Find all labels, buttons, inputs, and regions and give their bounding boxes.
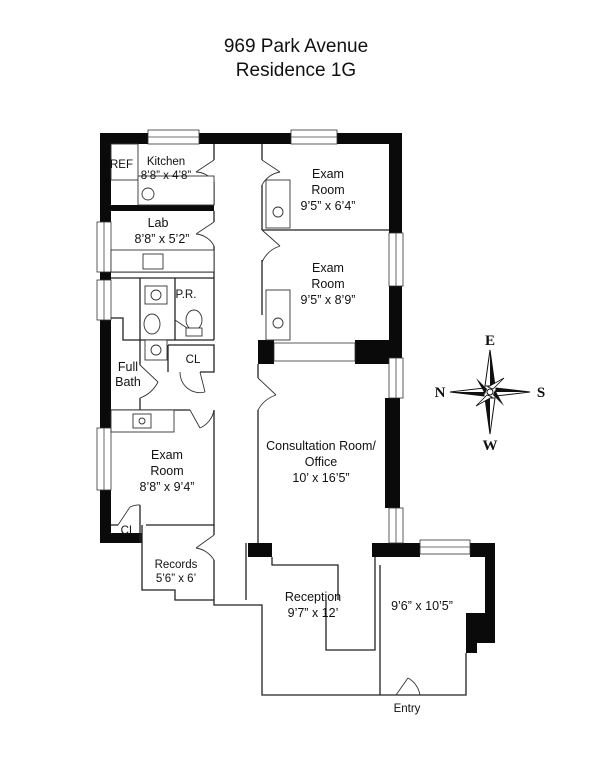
lab-name: Lab bbox=[148, 216, 169, 230]
side-room-dims: 9’6” x 10’5” bbox=[391, 599, 453, 613]
kitchen-name: Kitchen bbox=[147, 156, 185, 168]
closet-lower-label: CL bbox=[121, 525, 136, 537]
plan-title-unit: Residence 1G bbox=[236, 60, 356, 81]
exam-mid-line2: Room bbox=[311, 277, 344, 291]
full-bath-line1: Full bbox=[118, 360, 138, 374]
exam-top-counter bbox=[265, 179, 291, 229]
consult-line2: Office bbox=[305, 455, 337, 469]
full-bath-line2: Bath bbox=[115, 375, 141, 389]
entry-label: Entry bbox=[394, 703, 421, 715]
exam-left-line1: Exam bbox=[151, 448, 183, 462]
exam-mid-counter bbox=[265, 289, 291, 341]
fixtures bbox=[110, 143, 291, 433]
pr-label: P.R. bbox=[176, 289, 197, 301]
compass-label-east: E bbox=[485, 333, 495, 349]
compass-label-south: S bbox=[537, 385, 545, 401]
exam-top-line2: Room bbox=[311, 183, 344, 197]
refrigerator bbox=[110, 143, 139, 181]
consult-dims: 10’ x 16’5” bbox=[292, 471, 349, 485]
compass-label-west: W bbox=[483, 438, 498, 454]
ref-label: REF bbox=[110, 159, 133, 171]
exam-left-dims: 8’8” x 9’4” bbox=[140, 480, 195, 494]
windows bbox=[96, 129, 471, 555]
lab-sink bbox=[142, 253, 164, 270]
pr-toilet bbox=[185, 309, 203, 331]
plan-title-address: 969 Park Avenue bbox=[224, 36, 368, 57]
compass-label-north: N bbox=[435, 385, 446, 401]
reception-dims: 9’7” x 12’ bbox=[288, 606, 339, 620]
lab-dims: 8’8” x 5’2” bbox=[135, 232, 190, 246]
records-dims: 5’6” x 6’ bbox=[156, 573, 196, 585]
kitchen-dims: 8’8” x 4’8” bbox=[141, 170, 192, 182]
room-labels: REF Kitchen 8’8” x 4’8” Lab 8’8” x 5’2” … bbox=[110, 156, 453, 715]
exam-mid-line1: Exam bbox=[312, 261, 344, 275]
consult-line1: Consultation Room/ bbox=[266, 439, 376, 453]
exam-top-dims: 9’5” x 6’4” bbox=[301, 199, 356, 213]
exam-top-line1: Exam bbox=[312, 167, 344, 181]
records-name: Records bbox=[155, 559, 198, 571]
exam-left-line2: Room bbox=[150, 464, 183, 478]
compass-rose: N S E W bbox=[435, 333, 546, 454]
kitchen-sink bbox=[141, 187, 155, 201]
closet-upper-label: CL bbox=[186, 354, 201, 366]
reception-name: Reception bbox=[285, 590, 341, 604]
exam-mid-dims: 9’5” x 8’9” bbox=[301, 293, 356, 307]
bath-toilet bbox=[143, 313, 161, 335]
